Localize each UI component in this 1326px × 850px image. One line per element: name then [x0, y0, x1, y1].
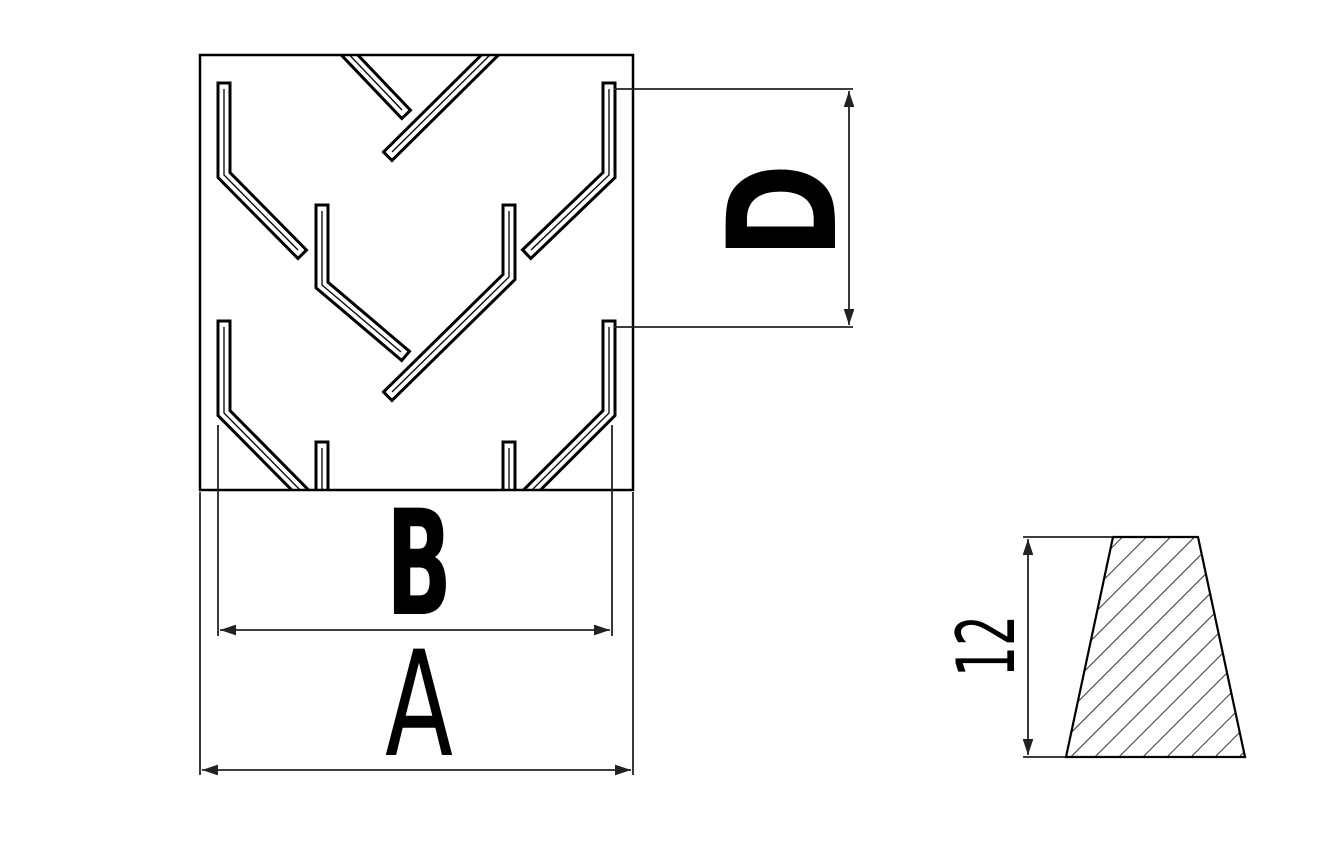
belt-outline: [198, 53, 635, 492]
hatched-trapezoid: [1064, 535, 1247, 759]
cleat-lower-left: [216, 319, 310, 489]
cleat-upper-right: [520, 81, 617, 261]
cleat-center-right: [381, 203, 517, 403]
dimension-label-height: 12: [940, 615, 1033, 677]
cleat-lower-right: [522, 319, 617, 489]
dimension-label-a: A: [385, 620, 453, 790]
cleat-center-left: [314, 203, 412, 363]
chevron-cleats: [216, 56, 617, 489]
dimension-label-d: D: [697, 164, 871, 259]
dimension-d: D: [614, 88, 871, 328]
dimension-a: A: [199, 492, 634, 790]
cleat-cross-section: 12: [940, 535, 1247, 759]
belt-plan-view: [198, 53, 635, 492]
cleat-upper-left: [216, 81, 309, 261]
dimension-b: B: [217, 425, 613, 649]
dimension-label-b: B: [386, 479, 452, 649]
